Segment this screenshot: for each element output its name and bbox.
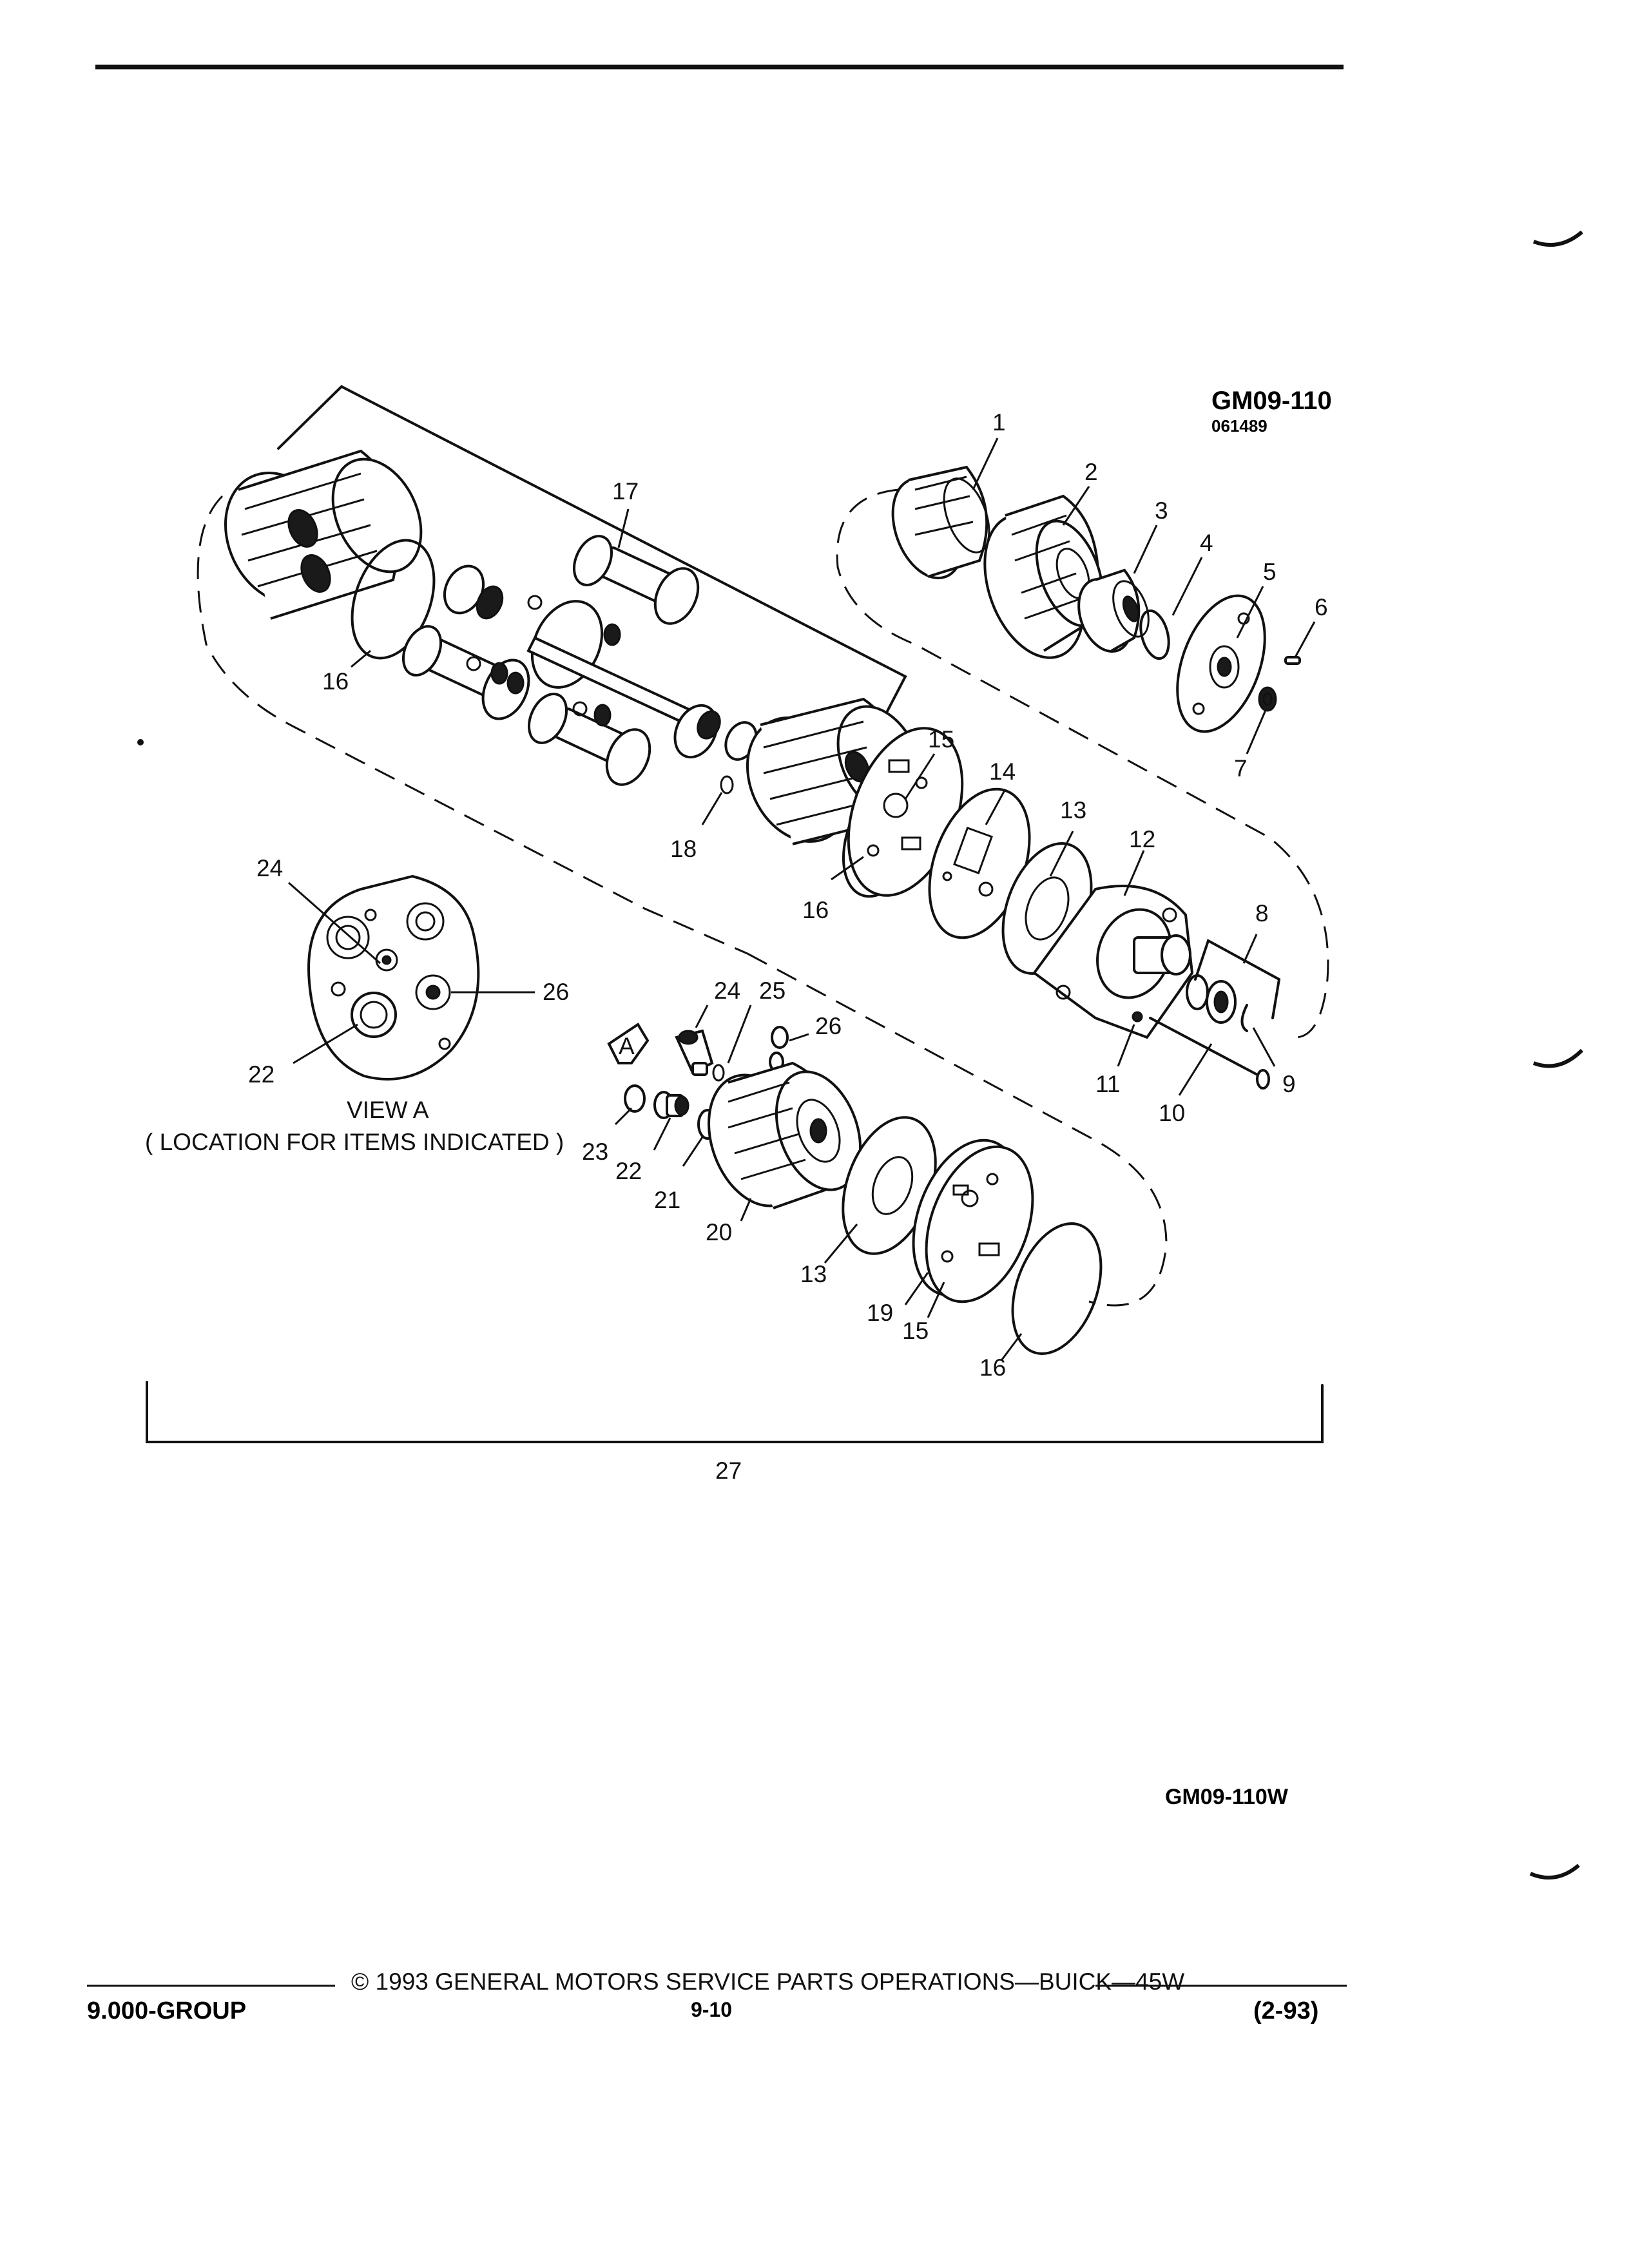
callout-15-upper: 15 [928,726,954,753]
valve-o-ring [712,1064,725,1082]
dashed-outline-right-loop [836,488,1329,1039]
callout-1: 1 [992,409,1006,436]
callout-3: 3 [1155,497,1168,524]
margin-dot [137,739,144,745]
figure-id: GM09-110 [1211,387,1332,415]
callout-24-lower: 24 [714,977,740,1004]
dashed-outline-lower [747,952,1168,1307]
callout-23: 23 [582,1139,608,1165]
callout-13-lower: 13 [800,1261,827,1287]
footer-revision: (2-93) [1253,1997,1318,2024]
callout-19: 19 [867,1300,893,1326]
callout-26-view-a: 26 [543,979,569,1005]
callout-21: 21 [654,1187,680,1213]
pulley-rotor [983,494,1104,659]
view-a-arrow [607,1023,650,1064]
o-ring-left [351,539,436,660]
callout-16-center: 16 [802,897,829,923]
washer-upper [771,1026,789,1049]
callout-5: 5 [1263,559,1277,585]
callout-4: 4 [1200,530,1213,556]
callout-9: 9 [1282,1071,1296,1097]
view-a-arrow-letter: A [619,1033,635,1059]
relief-valve [675,1029,714,1076]
callout-2: 2 [1084,459,1098,485]
snap-ring-lower [624,1084,646,1113]
valve-plate-lower [912,1139,1034,1303]
footer-copyright: © 1993 GENERAL MOTORS SERVICE PARTS OPER… [351,1968,1184,1995]
drive-key [1284,656,1301,665]
rear-head [708,1061,862,1209]
piston-shaft-assembly [401,535,758,786]
footer-group: 9.000-GROUP [87,1997,246,2024]
callout-12: 12 [1129,826,1155,852]
dashed-outline-upper-left [197,495,748,955]
clutch-hub [891,465,990,580]
callout-22-view-a: 22 [248,1061,275,1088]
shaft-seal-kit [1186,939,1281,1032]
callout-15-lower: 15 [902,1318,929,1344]
through-bolt [1149,1017,1270,1090]
margin-mark-1 [1532,230,1583,247]
clutch-plate [1176,594,1266,733]
margin-mark-3 [1529,1863,1580,1880]
small-ring [1132,1011,1143,1023]
callout-26-lower: 26 [815,1013,842,1039]
callout-22-lower: 22 [615,1158,642,1184]
margin-mark-2 [1532,1048,1584,1068]
o-ring-lower [1011,1222,1103,1355]
figure-date: 061489 [1211,416,1268,436]
shaft-nut [1258,686,1277,712]
callout-13-upper: 13 [1060,797,1086,823]
callout-18: 18 [670,836,697,862]
retaining-ring [1139,609,1170,660]
callout-11: 11 [1095,1071,1120,1097]
callout-10: 10 [1159,1100,1185,1126]
view-a-title: VIEW A [347,1097,429,1123]
callout-16-left: 16 [322,668,349,695]
rear-head-housing [224,449,423,620]
callout-16-lower: 16 [979,1354,1006,1381]
view-a-caption: ( LOCATION FOR ITEMS INDICATED ) [145,1129,564,1155]
callout-17: 17 [612,478,639,505]
view-a-detail [307,874,480,1081]
callout-6: 6 [1315,594,1328,620]
callout-27: 27 [715,1457,742,1484]
front-head [1032,885,1194,1039]
callout-8: 8 [1255,900,1269,927]
callout-24-view-a: 24 [256,855,283,881]
callout-14: 14 [989,758,1016,785]
callout-20: 20 [706,1219,732,1245]
callout-7: 7 [1234,755,1248,782]
small-o-ring [720,775,734,794]
assembly-bracket-27 [146,1381,1324,1443]
check-valve-fitting [653,1091,689,1119]
callout-labels: 1 2 3 4 5 6 7 8 9 10 11 12 13 13 14 15 1… [248,409,1328,1484]
footer-page-number: 9-10 [691,1998,732,2021]
figure-code: GM09-110W [1165,1785,1289,1809]
callout-25: 25 [759,977,786,1004]
